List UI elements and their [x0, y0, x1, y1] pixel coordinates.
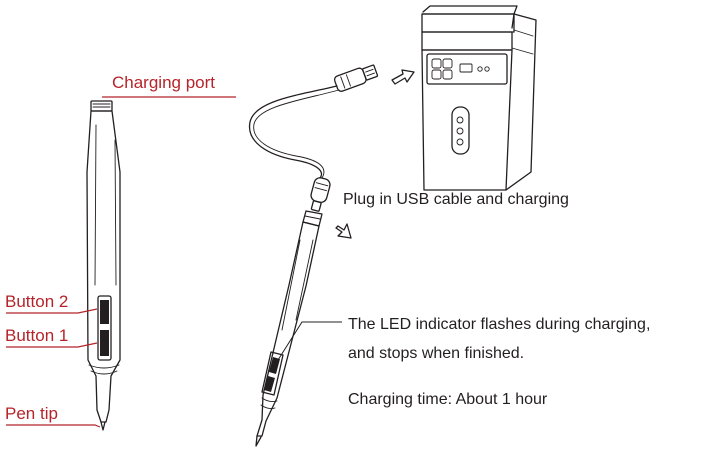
svg-text:Button 2: Button 2	[5, 292, 68, 311]
button-2-shape	[100, 300, 109, 324]
usb-plug-a	[333, 64, 379, 92]
svg-text:Button 1: Button 1	[5, 326, 68, 345]
hollow-arrow-down-icon	[335, 223, 352, 239]
hollow-arrow-right-icon	[391, 69, 415, 85]
pen-charging	[255, 210, 323, 447]
pen-upright	[86, 100, 121, 431]
button-1-shape	[100, 330, 109, 356]
computer-tower-icon	[421, 5, 537, 191]
label-button-2: Button 2	[5, 292, 98, 314]
caption-led-line-1: The LED indicator flashes during chargin…	[348, 316, 650, 333]
label-charging-port: Charging port	[102, 73, 236, 98]
caption-led-line-2: and stops when finished.	[348, 345, 524, 362]
svg-text:Charging port: Charging port	[112, 73, 215, 92]
usb-cable	[248, 64, 379, 212]
caption-charging-time: Charging time: About 1 hour	[348, 391, 548, 408]
label-pen-tip: Pen tip	[5, 404, 101, 428]
caption-plug-in: Plug in USB cable and charging	[343, 191, 569, 208]
led-pointer-line	[277, 321, 342, 361]
label-button-1: Button 1	[5, 326, 98, 348]
svg-text:Pen tip: Pen tip	[5, 404, 58, 423]
usb-plug-mini	[310, 177, 331, 212]
